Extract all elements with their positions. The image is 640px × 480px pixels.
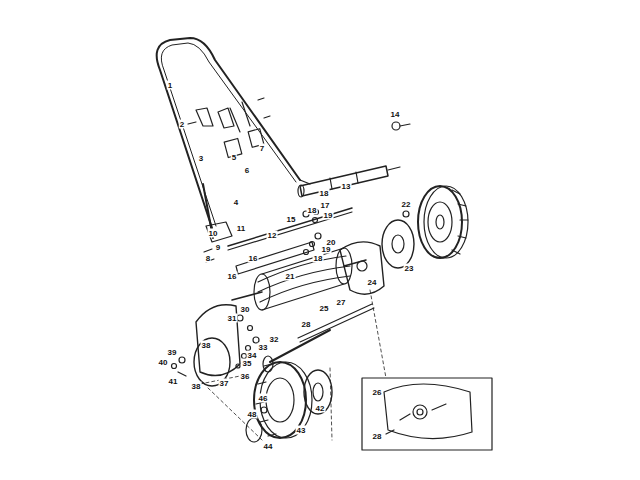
callout-number: 18 — [319, 189, 330, 198]
callout-number: 36 — [240, 372, 251, 381]
callout-number: 10 — [208, 229, 219, 238]
callout-number: 5 — [231, 153, 237, 162]
callout-number: 35 — [242, 359, 253, 368]
callout-number: 16 — [248, 254, 259, 263]
callout-number: 12 — [267, 231, 278, 240]
callout-number: 1 — [167, 81, 173, 90]
callout-number: 4 — [233, 198, 239, 207]
callout-number: 7 — [259, 144, 265, 153]
callout-number: 19 — [323, 211, 334, 220]
callout-number: 14 — [390, 110, 401, 119]
callout-number: 21 — [285, 272, 296, 281]
callout-number: 43 — [296, 426, 307, 435]
callout-number: 26 — [372, 388, 383, 397]
callout-number: 46 — [258, 394, 269, 403]
callout-number: 32 — [269, 335, 280, 344]
callout-number: 30 — [240, 305, 251, 314]
callout-number: 38 — [201, 341, 212, 350]
callout-number: 48 — [247, 410, 258, 419]
callout-number: 27 — [336, 298, 347, 307]
callout-number: 38 — [191, 382, 202, 391]
callout-number: 13 — [341, 182, 352, 191]
callout-number: 18 — [313, 254, 324, 263]
callout-number: 44 — [263, 442, 274, 451]
callout-number: 6 — [244, 166, 250, 175]
callout-number: 18 — [307, 206, 318, 215]
callout-number: 2 — [179, 120, 185, 129]
callout-number: 23 — [404, 264, 415, 273]
callout-number: 25 — [319, 304, 330, 313]
callout-number: 40 — [158, 358, 169, 367]
callout-number: 28 — [372, 432, 383, 441]
callout-number: 16 — [227, 272, 238, 281]
callout-number: 3 — [198, 154, 204, 163]
callout-number: 31 — [227, 314, 238, 323]
callout-number: 33 — [258, 343, 269, 352]
callout-number: 17 — [320, 201, 331, 210]
callout-number: 11 — [236, 224, 246, 233]
callout-number: 39 — [167, 348, 178, 357]
callout-number: 28 — [301, 320, 312, 329]
callout-number: 20 — [326, 238, 337, 247]
callout-number: 42 — [315, 404, 326, 413]
callout-number: 9 — [215, 243, 221, 252]
callout-number: 15 — [286, 215, 297, 224]
callout-number: 8 — [205, 254, 211, 263]
callout-number: 22 — [401, 200, 412, 209]
callout-number: 24 — [367, 278, 378, 287]
callout-number: 37 — [219, 379, 230, 388]
callout-number: 41 — [168, 377, 179, 386]
